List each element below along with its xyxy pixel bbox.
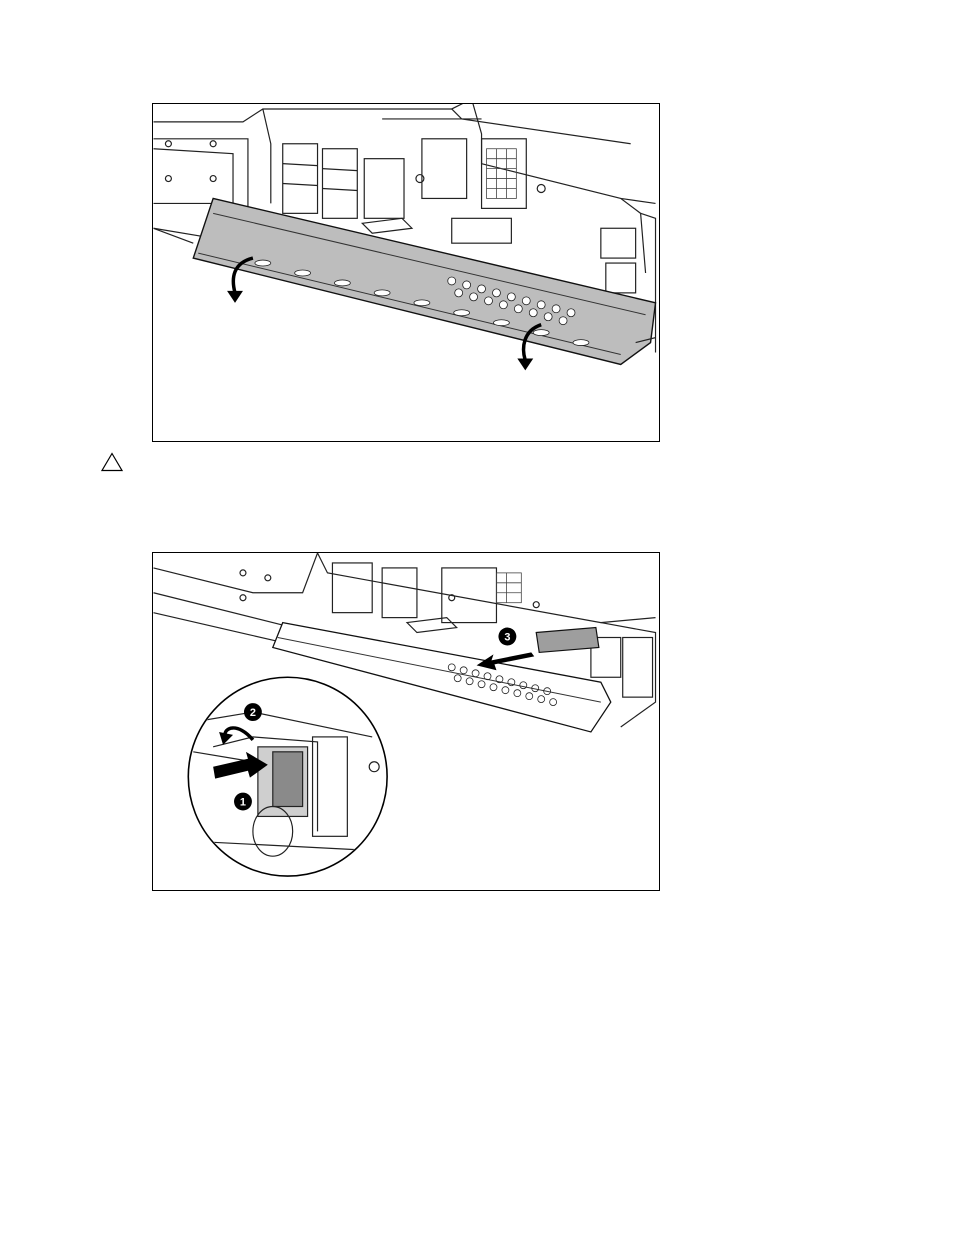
figure-1-illustration	[153, 104, 659, 441]
arrow-left-icon	[227, 291, 243, 303]
caution-triangle-icon	[101, 452, 123, 472]
figure-2-illustration: 3 1 2	[153, 553, 659, 890]
callout-3-label: 3	[504, 631, 510, 643]
arrow-right-icon	[517, 358, 533, 370]
figure-2-latch-release: 3 1 2	[152, 552, 660, 891]
component-part	[536, 628, 599, 653]
figure-1-panel-open	[152, 103, 660, 442]
callout-1-label: 1	[240, 797, 246, 809]
callout-2-label: 2	[250, 707, 256, 719]
